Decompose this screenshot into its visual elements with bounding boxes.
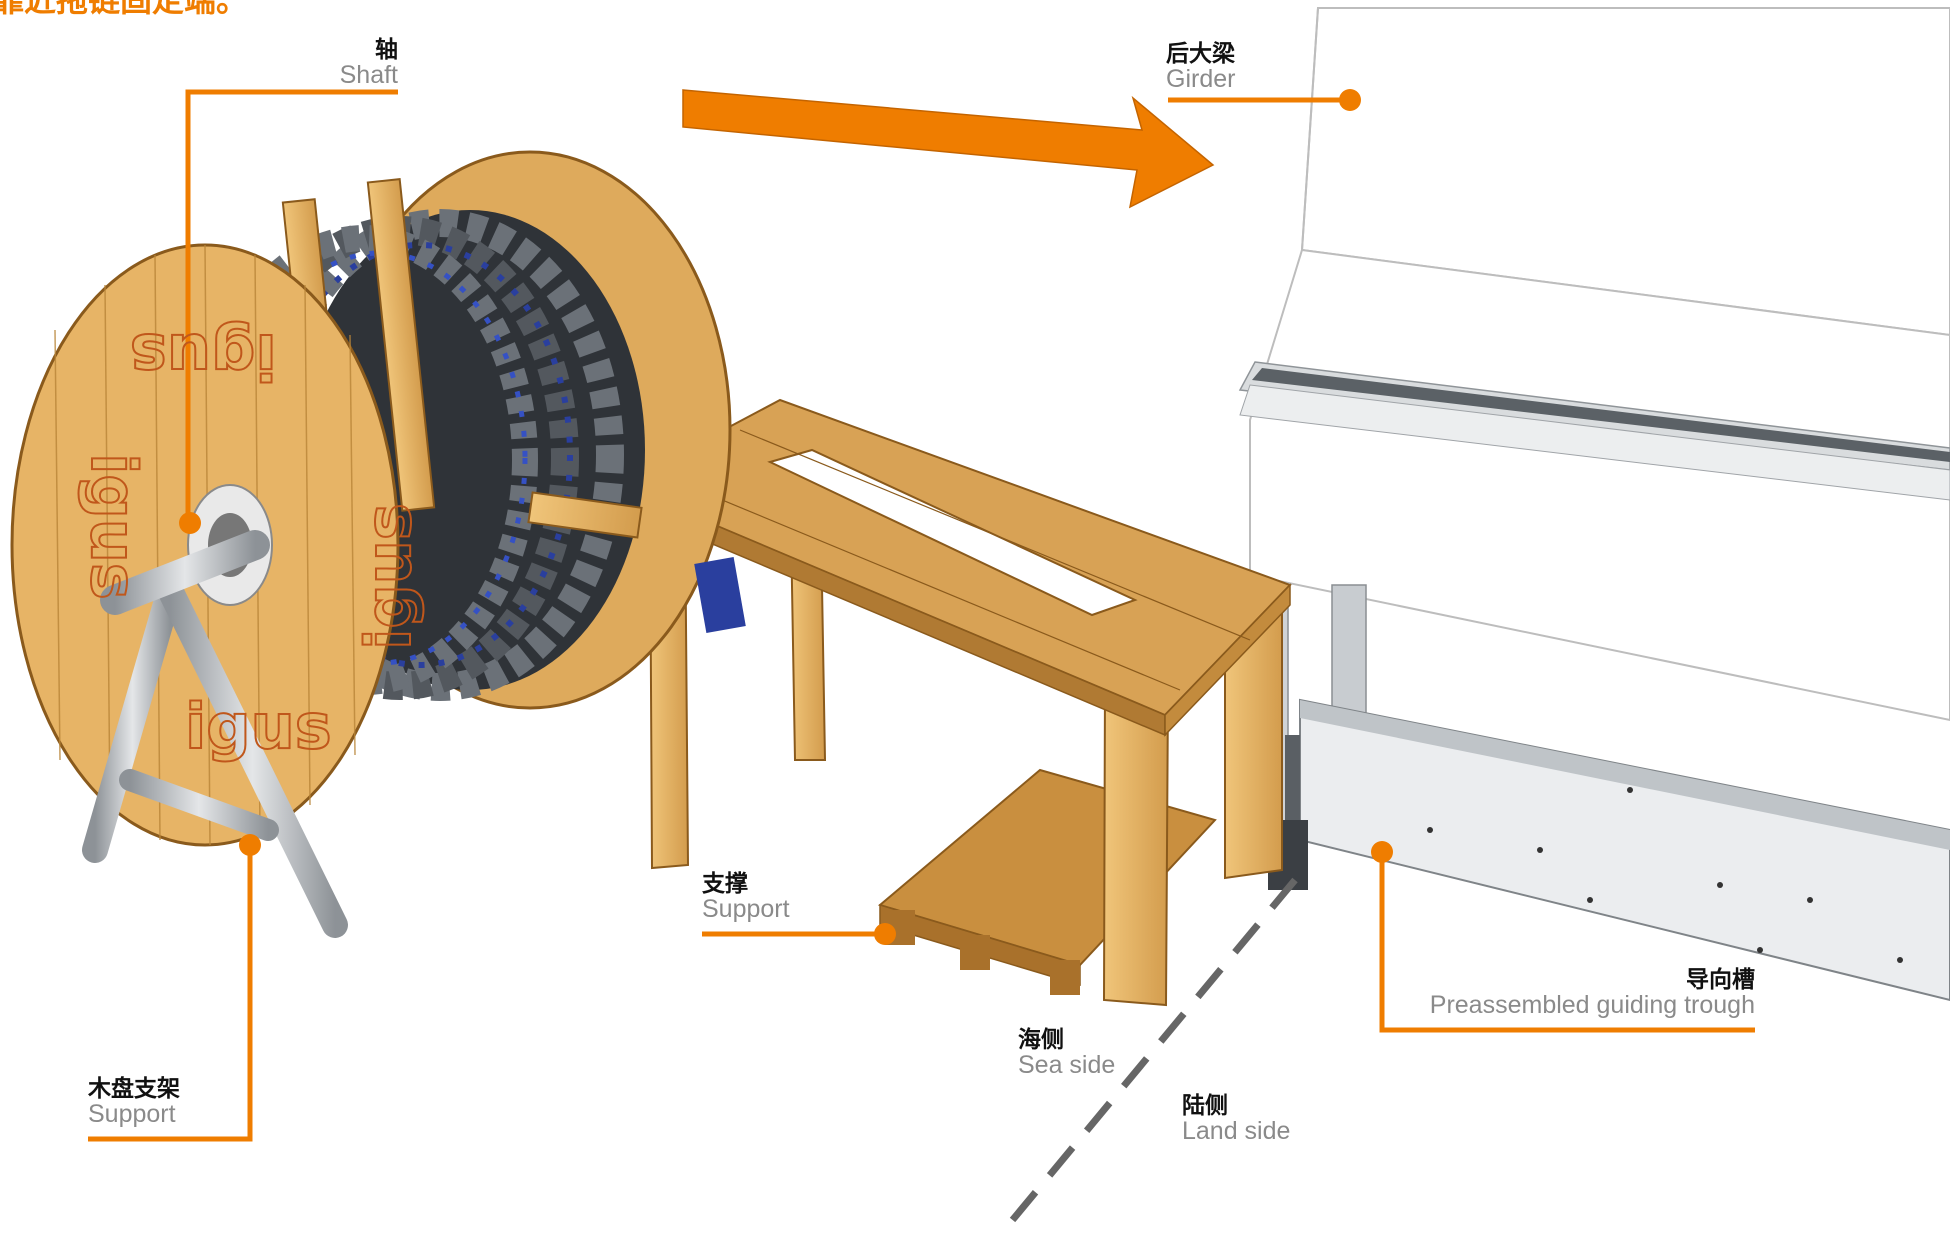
label-support-stand-en: Support bbox=[702, 895, 790, 924]
label-shaft-zh: 轴 bbox=[375, 37, 398, 63]
igus-logo: igus bbox=[351, 502, 426, 651]
label-girder-en: Girder bbox=[1166, 65, 1236, 94]
page-heading: 置靠近拖链固定端。 bbox=[0, 0, 249, 19]
direction-arrow bbox=[682, 89, 1215, 209]
label-girder-zh: 后大梁 bbox=[1166, 41, 1235, 67]
reel-support-stand bbox=[82, 530, 348, 938]
guiding-trough bbox=[1268, 698, 1950, 1002]
trough-bolts bbox=[1427, 787, 1903, 963]
reel-shaft bbox=[100, 530, 270, 615]
label-sea-side-zh: 海侧 bbox=[1018, 1027, 1064, 1053]
cable-reel bbox=[10, 150, 746, 847]
igus-logo: igus bbox=[129, 319, 278, 394]
label-guiding-trough-en: Preassembled guiding trough bbox=[1429, 991, 1755, 1020]
label-land-side: 陆侧 Land side bbox=[1182, 1093, 1291, 1146]
label-support-stand: 支撑 Support bbox=[702, 871, 790, 924]
callout-dots bbox=[179, 89, 1393, 945]
girder-structure bbox=[1238, 7, 1950, 861]
sea-land-boundary-line bbox=[997, 877, 1298, 1235]
label-guiding-trough: 导向槽 Preassembled guiding trough bbox=[1380, 967, 1755, 1020]
label-girder: 后大梁 Girder bbox=[1166, 41, 1236, 94]
igus-logo: igus bbox=[184, 689, 333, 764]
label-sea-side-en: Sea side bbox=[1018, 1051, 1116, 1080]
label-shaft: 轴 Shaft bbox=[300, 37, 398, 90]
label-reel-support-zh: 木盘支架 bbox=[88, 1076, 180, 1102]
label-reel-support: 木盘支架 Support bbox=[88, 1076, 180, 1129]
girder-rail bbox=[1238, 361, 1950, 501]
callout-leaders bbox=[88, 89, 1755, 1142]
label-sea-side: 海侧 Sea side bbox=[1018, 1027, 1116, 1080]
label-guiding-trough-zh: 导向槽 bbox=[1686, 967, 1755, 993]
label-shaft-en: Shaft bbox=[339, 61, 398, 90]
label-land-side-zh: 陆侧 bbox=[1182, 1093, 1228, 1119]
label-land-side-en: Land side bbox=[1182, 1117, 1291, 1146]
label-support-stand-zh: 支撑 bbox=[702, 871, 748, 897]
igus-logo: igus bbox=[76, 452, 151, 601]
label-reel-support-en: Support bbox=[88, 1100, 176, 1129]
